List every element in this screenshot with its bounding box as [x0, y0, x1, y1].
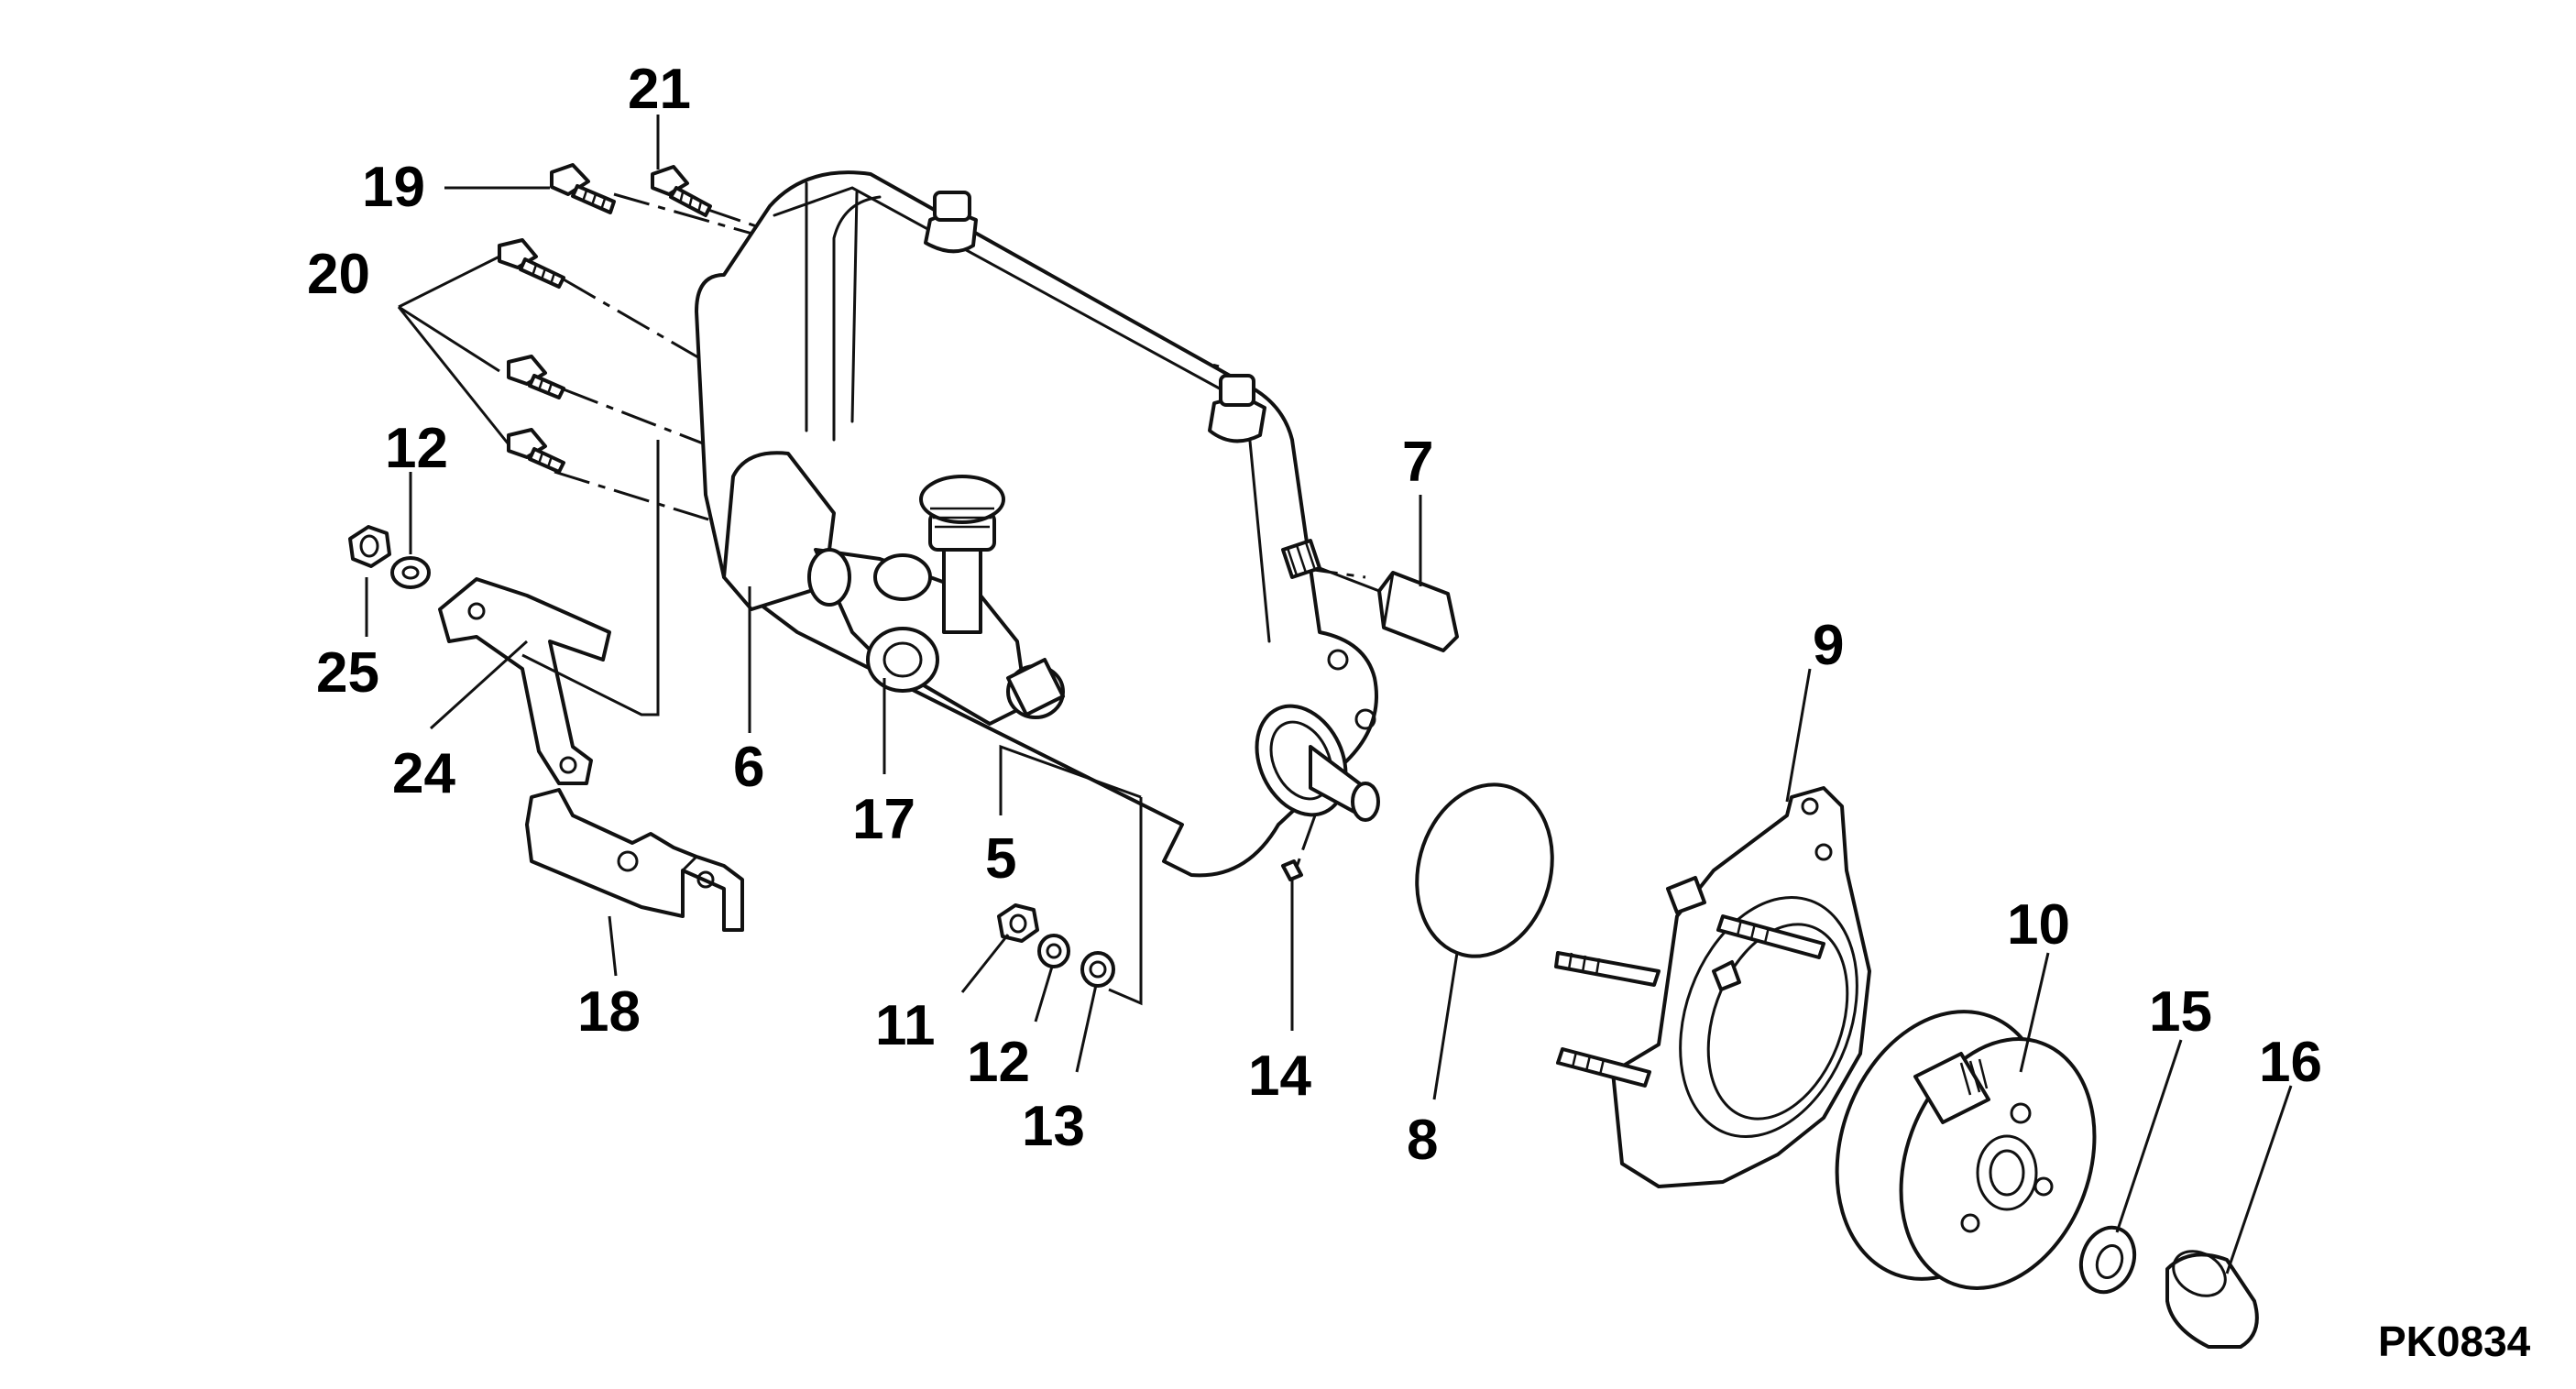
callout-5: 5: [985, 827, 1016, 891]
callout-12-upper: 12: [385, 417, 448, 480]
screw-part-21: [651, 165, 712, 217]
callout-19: 19: [362, 156, 425, 219]
callout-8: 8: [1407, 1109, 1438, 1172]
screw-part-19: [550, 163, 616, 214]
callout-7: 7: [1402, 431, 1433, 494]
bracket-part-18: [525, 788, 744, 932]
o-ring-part-8: [1415, 782, 1554, 958]
callout-18: 18: [577, 980, 641, 1044]
callout-14: 14: [1248, 1044, 1311, 1108]
nut-part-25: [348, 525, 391, 568]
washer-part-15: [2078, 1225, 2137, 1295]
plunger-part-7: [1318, 566, 1459, 652]
gear-case-part-9: [1554, 786, 1871, 1188]
pump-body-part-5: [695, 170, 1380, 878]
callout-17: 17: [852, 788, 915, 851]
callout-25: 25: [316, 641, 379, 705]
gear-part-10: [1835, 1010, 2097, 1290]
washer-part-13: [1080, 951, 1115, 988]
cap-part-16: [2165, 1250, 2259, 1349]
drawing-code: PK0834: [2378, 1318, 2531, 1365]
callout-11: 11: [875, 994, 936, 1057]
callout-9: 9: [1813, 614, 1844, 677]
screws-19-20-21: [498, 163, 712, 474]
leader-lines: [365, 115, 2293, 1274]
screw-part-20c: [507, 428, 565, 474]
callout-20: 20: [307, 243, 370, 306]
screw-part-20a: [498, 238, 565, 289]
callout-10: 10: [2007, 893, 2070, 957]
callout-24: 24: [392, 742, 455, 805]
callout-13: 13: [1022, 1095, 1085, 1158]
nut-part-11: [997, 903, 1039, 943]
washer-part-12-upper: [390, 556, 431, 589]
washer-part-12-lower: [1037, 934, 1070, 968]
callouts: 21 19 20 12 25 24 6 17 5 7 9 18 11 12 13…: [307, 58, 2322, 1172]
callout-15: 15: [2149, 980, 2212, 1044]
key-part-14: [1281, 859, 1303, 881]
priming-pump-assembly: [722, 451, 1065, 726]
bracket-part-24: [438, 577, 611, 785]
callout-12-lower: 12: [967, 1031, 1030, 1094]
screw-part-20b: [507, 355, 565, 399]
callout-16: 16: [2259, 1031, 2322, 1094]
callout-21: 21: [628, 58, 691, 121]
callout-6: 6: [733, 736, 764, 799]
